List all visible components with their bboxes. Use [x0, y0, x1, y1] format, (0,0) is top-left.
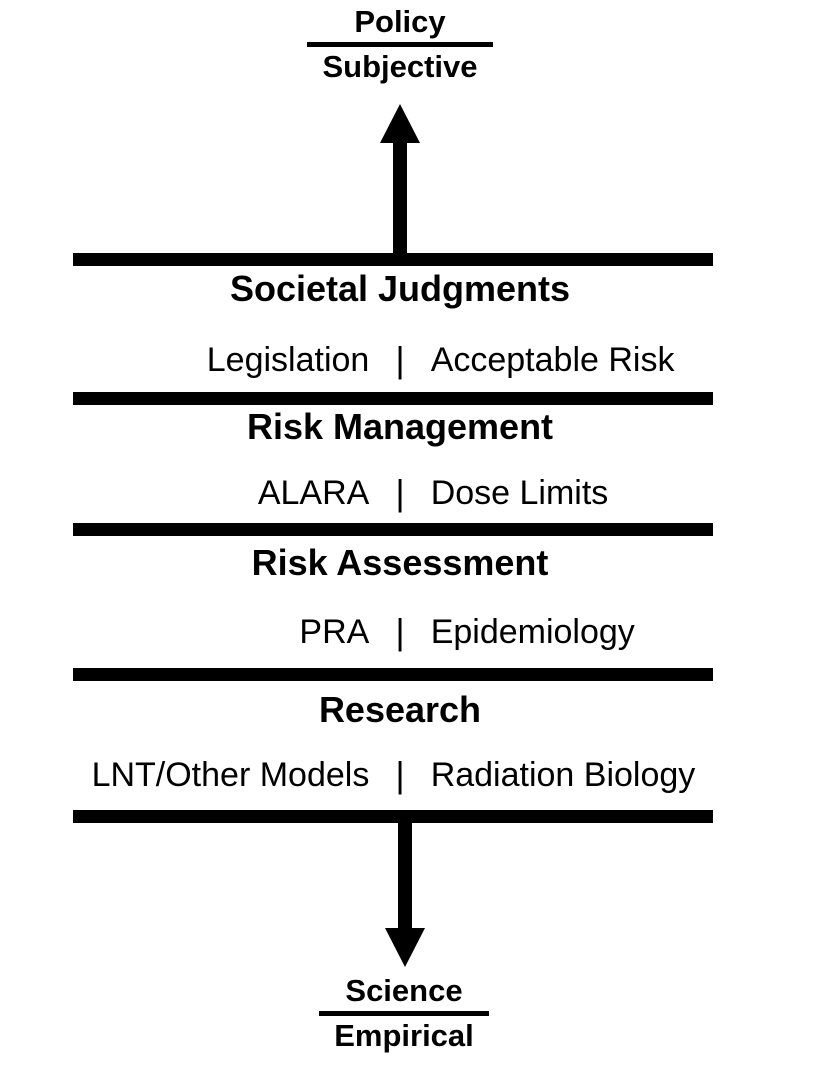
row-right-label: Radiation Biology: [430, 756, 696, 794]
separator-bar: [73, 253, 713, 266]
row-right-label: Acceptable Risk: [430, 341, 675, 379]
arrow-up-shaft: [393, 140, 407, 266]
separator-bar: [73, 810, 713, 823]
column-divider: |: [395, 472, 405, 513]
row-right-label: Dose Limits: [430, 474, 609, 512]
empirical-label: Empirical: [334, 1018, 474, 1053]
policy-label: Policy: [354, 4, 446, 39]
arrow-down-shaft: [398, 812, 412, 930]
separator-bar: [73, 392, 713, 405]
section-title-risk-assessment: Risk Assessment: [251, 542, 549, 583]
section-row-risk-management: ALARA | Dose Limits: [0, 471, 800, 515]
column-divider: |: [395, 611, 405, 652]
section-title-research: Research: [318, 689, 482, 730]
policy-pole-label: Policy Subjective: [307, 4, 493, 85]
arrow-down-icon: [385, 928, 425, 967]
section-title-risk-management: Risk Management: [246, 406, 554, 447]
section-row-research: LNT/Other Models | Radiation Biology: [0, 753, 800, 797]
section-row-societal-judgments: Legislation | Acceptable Risk: [0, 338, 800, 382]
science-fraction-line: [319, 1011, 489, 1016]
column-divider: |: [395, 754, 405, 795]
science-label: Science: [345, 973, 463, 1008]
row-left-label: LNT/Other Models: [91, 756, 370, 794]
policy-fraction-line: [307, 42, 493, 47]
section-title-societal-judgments: Societal Judgments: [229, 268, 571, 309]
row-left-label: Legislation: [206, 341, 370, 379]
row-right-label: Epidemiology: [430, 613, 635, 651]
arrow-up-icon: [380, 104, 420, 143]
row-left-label: ALARA: [257, 474, 370, 512]
separator-bar: [73, 668, 713, 681]
separator-bar: [73, 523, 713, 536]
subjective-label: Subjective: [322, 49, 478, 84]
science-pole-label: Science Empirical: [319, 973, 489, 1054]
section-row-risk-assessment: PRA | Epidemiology: [0, 610, 800, 654]
column-divider: |: [395, 339, 405, 380]
row-left-label: PRA: [299, 613, 370, 651]
